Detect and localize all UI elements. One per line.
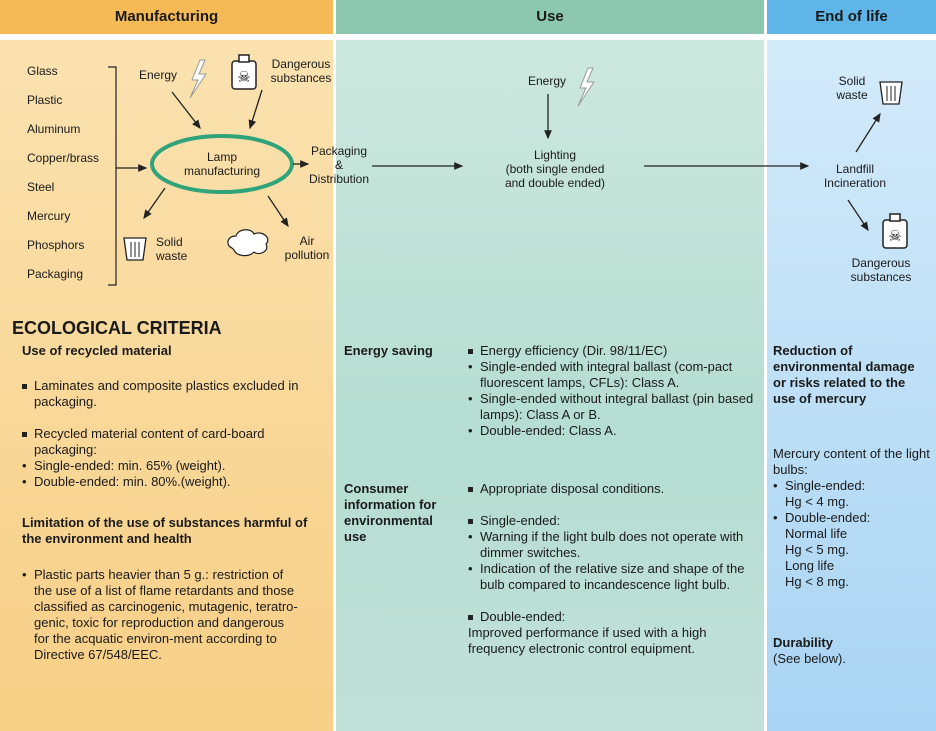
hazard-bottle-icon-end: ☠	[882, 213, 908, 249]
ecological-criteria-title: ECOLOGICAL CRITERIA	[12, 318, 222, 338]
header-manufacturing: Manufacturing	[0, 0, 333, 34]
dangerous-arrow	[248, 89, 263, 130]
header-divider	[0, 34, 936, 40]
energy-saving-label: Energy saving	[344, 343, 433, 358]
recycled-criteria: Laminates and composite plastics exclude…	[22, 378, 322, 490]
packaging-distribution-label: Packaging&Distribution	[308, 144, 370, 186]
material-item: Glass	[27, 64, 58, 78]
energy-saving-criteria: Energy efficiency (Dir. 98/11/EC) Single…	[468, 343, 760, 439]
cloud-icon	[227, 229, 269, 257]
hazard-bottle-icon: ☠	[231, 54, 257, 90]
landfill-to-solid-arrow	[855, 112, 881, 153]
mercury-heading: Reduction of environmental damage or ris…	[773, 343, 915, 406]
landfill-to-dangerous-arrow	[847, 199, 869, 232]
material-item: Packaging	[27, 267, 84, 281]
energy-label: Energy	[139, 68, 178, 82]
mercury-criteria: Mercury content of the light bulbs: Sing…	[773, 446, 931, 590]
use-energy-label: Energy	[528, 74, 567, 88]
limitation-text: Plastic parts heavier than 5 g.: restric…	[22, 567, 302, 663]
material-item: Copper/brass	[27, 151, 100, 165]
energy-arrow	[171, 91, 201, 130]
durability-heading: Durability	[773, 635, 833, 650]
header-use: Use	[336, 0, 764, 34]
material-item: Aluminum	[27, 122, 81, 136]
durability-note: (See below).	[773, 651, 846, 666]
consumer-information-criteria: Appropriate disposal conditions. Single-…	[468, 481, 760, 657]
header-end-of-life: End of life	[767, 0, 936, 34]
solid-waste-arrow	[143, 187, 166, 220]
lightning-icon	[189, 59, 207, 99]
material-item: Steel	[27, 180, 55, 194]
svg-text:☠: ☠	[237, 68, 250, 86]
svg-text:☠: ☠	[888, 227, 901, 245]
materials-bracket	[108, 66, 117, 286]
material-item: Phosphors	[27, 238, 85, 252]
lamp-manufacturing-ring	[150, 134, 294, 194]
trash-bin-icon-end	[879, 81, 903, 105]
trash-bin-icon	[123, 237, 147, 261]
limitation-heading: Limitation of the use of substances harm…	[22, 515, 308, 546]
air-pollution-arrow	[267, 195, 289, 228]
use-lightning-icon	[577, 67, 595, 107]
consumer-information-label: Consumer information for environmental u…	[344, 481, 437, 544]
material-item: Plastic	[27, 93, 63, 107]
recycled-heading: Use of recycled material	[22, 343, 172, 358]
end-of-life-column	[767, 0, 936, 731]
material-item: Mercury	[27, 209, 71, 223]
